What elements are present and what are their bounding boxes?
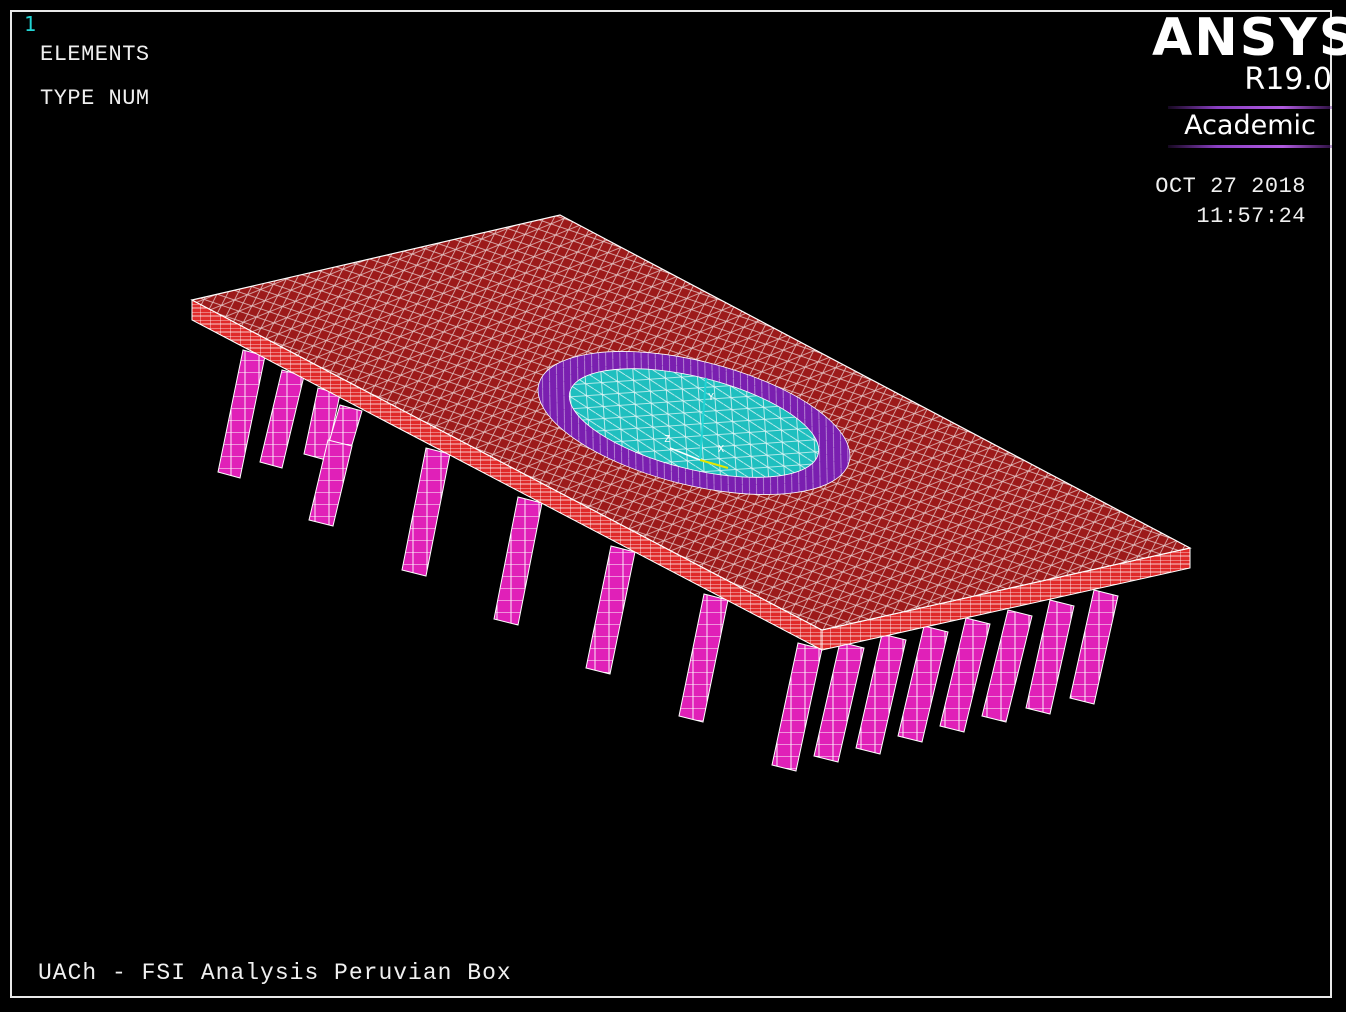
triad-label-x: X <box>718 444 724 455</box>
logo-divider-top <box>1168 106 1332 109</box>
ansys-logo: ANSYS R19.0 Academic <box>1152 8 1346 148</box>
pile <box>813 641 865 763</box>
pile <box>855 633 907 755</box>
pile <box>493 496 543 626</box>
coordinate-triad: X Y Z <box>664 377 729 469</box>
window-number: 1 <box>24 12 37 36</box>
viewport-frame <box>10 10 1332 998</box>
logo-version: R19.0 <box>1244 62 1332 97</box>
plot-time: 11:57:24 <box>1196 204 1306 229</box>
logo-brand: ANSYS <box>1152 8 1346 68</box>
logo-divider-bottom <box>1168 145 1332 148</box>
plot-title: UACh - FSI Analysis Peruvian Box <box>38 960 512 986</box>
fluid-domain <box>537 351 851 495</box>
pile <box>1069 589 1119 705</box>
triad-label-y: Y <box>708 392 714 403</box>
pile <box>939 617 991 733</box>
pile <box>217 349 266 479</box>
pile <box>308 439 353 527</box>
piles <box>217 349 1119 772</box>
pile <box>897 625 949 743</box>
logo-edition: Academic <box>1184 110 1316 141</box>
plot-type-label: ELEMENTS <box>40 42 150 67</box>
pile <box>678 593 729 723</box>
pile <box>1025 599 1075 715</box>
pile <box>401 447 451 577</box>
pile <box>771 642 823 772</box>
triad-label-z: Z <box>664 434 670 445</box>
pile <box>981 609 1033 723</box>
numbering-label: TYPE NUM <box>40 86 150 111</box>
pile <box>259 369 305 469</box>
logo-edition-block: Academic <box>1168 106 1332 148</box>
pile <box>585 545 636 675</box>
plot-date: OCT 27 2018 <box>1155 174 1306 199</box>
